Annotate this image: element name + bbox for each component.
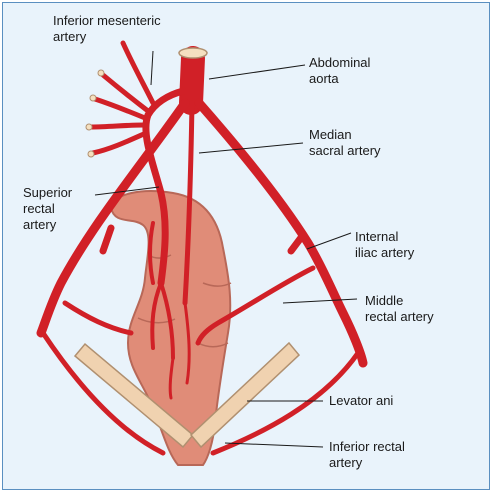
diagram-frame: Inferior mesenteric artery Abdominal aor… — [2, 2, 490, 490]
label-inferior-mesenteric-artery: Inferior mesenteric artery — [53, 13, 161, 44]
ima-branch — [88, 122, 147, 130]
superior-rectal-branch — [168, 356, 175, 400]
leader-lines — [94, 50, 358, 448]
superior-rectal-branch — [159, 281, 175, 360]
levator-ani-right — [189, 341, 301, 449]
superior-rectal-branch — [183, 301, 191, 385]
leader-median-sacral — [198, 142, 304, 154]
rectal-blood-supply-illustration — [36, 40, 368, 466]
abdominal-aorta — [179, 46, 205, 115]
left-iliac-branch — [99, 224, 115, 255]
middle-rectal-artery-right — [195, 265, 316, 346]
rectum-fold — [202, 282, 232, 287]
leader-internal-iliac — [306, 232, 352, 250]
inferior-rectal-artery-left — [40, 330, 166, 456]
superior-rectal-branch — [148, 221, 155, 285]
middle-rectal-artery-left — [62, 300, 134, 336]
label-middle-rectal-artery: Middle rectal artery — [365, 293, 434, 324]
internal-iliac-branch — [287, 231, 307, 255]
leader-superior-rectal — [94, 186, 160, 196]
label-internal-iliac-artery: Internal iliac artery — [355, 229, 415, 260]
ima-branch-ends — [85, 69, 105, 158]
leader-middle-rectal — [282, 298, 358, 304]
ima-branch — [100, 72, 151, 114]
ima-branch — [120, 40, 156, 106]
label-levator-ani: Levator ani — [329, 393, 394, 408]
leader-inferior-mesenteric — [150, 50, 154, 86]
leader-inferior-rectal — [224, 442, 324, 448]
ima-branch — [90, 130, 149, 156]
superior-rectal-branch — [150, 281, 163, 350]
leader-abdominal-aorta — [208, 64, 306, 80]
inferior-rectal-artery-right — [210, 350, 361, 456]
label-inferior-rectal-artery: Inferior rectal artery — [329, 439, 405, 470]
label-superior-rectal-artery: Superior rectal artery — [23, 185, 73, 232]
rectum-fold — [197, 342, 229, 348]
ima-branch — [92, 96, 148, 121]
right-iliac-artery — [194, 98, 368, 368]
inferior-mesenteric-artery — [142, 87, 187, 287]
label-median-sacral-artery: Median sacral artery — [309, 127, 381, 158]
label-abdominal-aorta: Abdominal aorta — [309, 55, 371, 86]
left-iliac-artery — [36, 98, 190, 338]
median-sacral-artery — [182, 100, 195, 306]
aorta-cut-end — [178, 47, 208, 59]
